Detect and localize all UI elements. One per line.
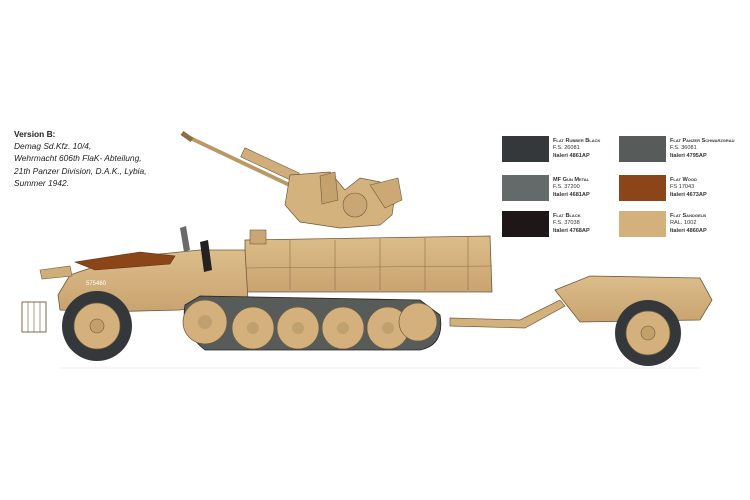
traverse-wheel (342, 192, 368, 218)
color-name: MF Gun Metal (553, 176, 590, 183)
color-code: F.S. 26081 (553, 145, 580, 152)
color-code: F.S. 36081 (670, 145, 697, 152)
ammo-trailer (554, 275, 713, 366)
stowed-tarp (73, 251, 176, 271)
version-title: Version B: (14, 129, 56, 139)
color-code: F.S. 37200 (553, 184, 580, 191)
color-ref: Italeri 4673AP (670, 191, 707, 198)
gun-shield (319, 171, 339, 205)
version-description: Version B: Demag Sd.Kfz. 10/4, Wehrmacht… (14, 128, 147, 189)
color-swatch-flat-panzer-schwarzgrau: Flat Panzer Schwarzgrau F.S. 36081 Itale… (619, 136, 735, 162)
color-swatch-flat-wood: Flat Wood FS 17043 Italeri 4673AP (619, 175, 707, 201)
idler-wheel (398, 302, 438, 342)
color-ref: Italeri 4860AP (670, 227, 707, 234)
version-line-3: 21th Panzer Division, D.A.K., Lybia, (14, 165, 147, 176)
color-name: Flat Panzer Schwarzgrau (670, 137, 735, 144)
color-ref: Italeri 4861AP (553, 152, 590, 159)
color-swatch-mf-gun-metal: MF Gun Metal F.S. 37200 Italeri 4681AP (502, 175, 590, 201)
color-chip (619, 136, 666, 162)
version-line-1: Demag Sd.Kfz. 10/4, (14, 141, 92, 152)
gun-sight (369, 177, 403, 209)
color-info: Flat Black F.S. 37038 Italeri 4768AP (553, 213, 590, 235)
color-code: FS 17043 (670, 184, 695, 191)
color-name: Flat Black (553, 212, 581, 219)
cargo-bed (244, 235, 493, 293)
color-swatch-flat-black: Flat Black F.S. 37038 Italeri 4768AP (502, 211, 590, 237)
color-info: Flat Panzer Schwarzgrau F.S. 36081 Itale… (670, 138, 735, 160)
color-name: Flat Rubber Black (553, 137, 601, 144)
gun-mount (284, 171, 396, 229)
track-assembly (182, 295, 442, 351)
version-line-4: Summer 1942. (14, 177, 69, 188)
flash-hider (180, 130, 194, 143)
color-info: MF Gun Metal F.S. 37200 Italeri 4681AP (553, 177, 590, 199)
windscreen-frame (180, 226, 190, 252)
color-info: Flat Wood FS 17043 Italeri 4673AP (670, 177, 707, 199)
color-info: Flat Sandgelb RAL. 1002 Italeri 4860AP (670, 213, 707, 235)
steering-wheel (200, 240, 212, 272)
color-name: Flat Wood (670, 176, 697, 183)
color-swatch-flat-rubber-black: Flat Rubber Black F.S. 26081 Italeri 486… (502, 136, 600, 162)
color-code: RAL. 1002 (670, 220, 697, 227)
color-chip (619, 175, 666, 201)
ammo-box (249, 229, 267, 245)
version-line-2: Wehrmacht 606th FlaK- Abteilung, (14, 153, 142, 164)
color-chip (502, 211, 549, 237)
flak-gun (180, 130, 403, 229)
color-info: Flat Rubber Black F.S. 26081 Italeri 486… (553, 138, 600, 160)
cargo-body (244, 229, 493, 293)
vehicle-registration: 575460 (86, 281, 107, 287)
color-chip (619, 211, 666, 237)
trailer-body (554, 275, 713, 323)
color-swatch-flat-sandgelb: Flat Sandgelb RAL. 1002 Italeri 4860AP (619, 211, 707, 237)
color-chip (502, 136, 549, 162)
color-ref: Italeri 4795AP (670, 152, 707, 159)
color-chip (502, 175, 549, 201)
color-name: Flat Sandgelb (670, 212, 706, 219)
color-ref: Italeri 4681AP (553, 191, 590, 198)
color-code: F.S. 37038 (553, 220, 580, 227)
gun-barrel (184, 134, 302, 192)
front-bumper (39, 265, 73, 280)
front-wheel (62, 291, 132, 361)
color-ref: Italeri 4768AP (553, 227, 590, 234)
tow-bar (449, 299, 566, 329)
